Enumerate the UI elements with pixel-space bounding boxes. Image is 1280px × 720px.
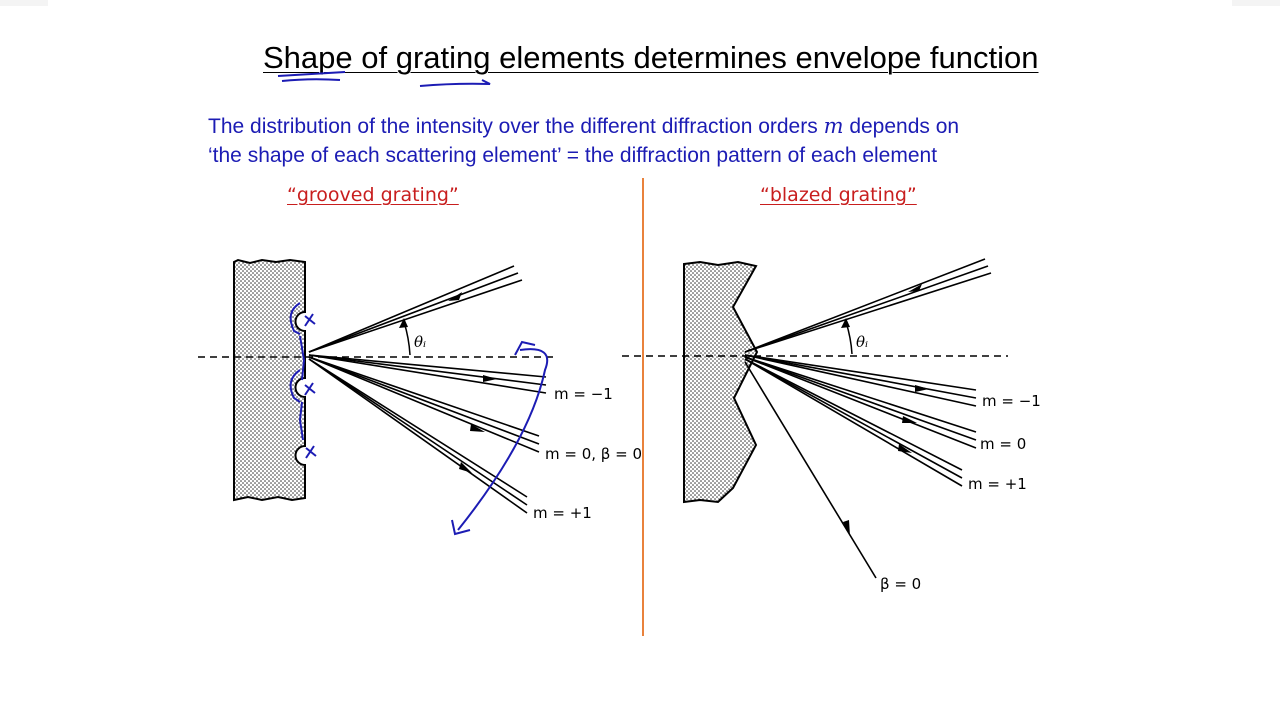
- right-incident-arrowhead: [908, 284, 922, 292]
- panel-divider: [642, 178, 644, 636]
- right-order-m-minus-1-beam: [744, 354, 977, 407]
- title-ink-underline-1: [277, 71, 346, 82]
- right-beta-zero-line: [744, 361, 877, 579]
- right-order-m-0-arrowhead: [902, 416, 917, 423]
- left-incidence-angle-label: θᵢ: [414, 333, 426, 351]
- blazed-grating-body: [683, 260, 759, 504]
- left-order-m-plus-1-arrowhead: [459, 462, 472, 473]
- left-incident-beam: [308, 265, 523, 353]
- right-incidence-angle-label: θᵢ: [856, 333, 868, 351]
- left-incident-arrowhead: [448, 292, 462, 301]
- blazed-grating-label: “blazed grating”: [760, 184, 917, 206]
- subtitle-line-2: ‘the shape of each scattering element’ =…: [208, 144, 938, 167]
- subtitle-line-1-post: depends on: [843, 115, 960, 138]
- grooved-grating-body: [233, 258, 306, 502]
- right-angle-arc-arrowhead: [841, 318, 850, 328]
- right-order-m-0-beam: [744, 356, 977, 449]
- right-order-m-plus-1-label: m = +1: [968, 475, 1027, 493]
- subtitle-order-variable: m: [823, 114, 844, 138]
- right-beta-zero-label: β = 0: [880, 575, 921, 593]
- right-order-m-minus-1-label: m = −1: [982, 392, 1041, 410]
- slide-title: Shape of grating elements determines env…: [263, 40, 1039, 75]
- right-order-m-plus-1-beam: [744, 358, 963, 487]
- left-ink-annotations: [289, 302, 549, 536]
- right-order-m-0-label: m = 0: [980, 435, 1026, 453]
- left-order-m-minus-1-beam: [308, 354, 547, 394]
- right-order-m-plus-1-arrowhead: [898, 444, 912, 453]
- right-order-m-minus-1-arrowhead: [915, 385, 929, 392]
- subtitle-line-1-pre: The distribution of the intensity over t…: [208, 115, 824, 138]
- left-order-m-0-beam: [308, 356, 540, 453]
- grooved-grating-label: “grooved grating”: [287, 184, 459, 206]
- grooved-grating-diagram: θᵢ m = −1 m = 0, β = 0 m = +1: [198, 258, 642, 536]
- slide-subtitle: The distribution of the intensity over t…: [208, 112, 959, 170]
- left-order-m-0-arrowhead: [470, 424, 485, 432]
- left-order-m-plus-1-label: m = +1: [533, 504, 592, 522]
- left-order-m-0-label: m = 0, β = 0: [545, 445, 642, 463]
- corner-edge-left: [0, 0, 48, 6]
- right-beta-zero-arrowhead: [843, 520, 850, 536]
- title-ink-underline-2: [419, 79, 491, 87]
- right-incident-beam: [744, 258, 992, 353]
- left-order-m-minus-1-arrowhead: [483, 375, 497, 382]
- left-order-m-plus-1-beam: [308, 358, 528, 514]
- subtitle-line-1: The distribution of the intensity over t…: [208, 112, 959, 141]
- corner-edge-right: [1232, 0, 1280, 6]
- left-order-m-minus-1-label: m = −1: [554, 385, 613, 403]
- left-angle-arc-arrowhead: [399, 318, 408, 328]
- blazed-grating-diagram: θᵢ m = −1 m = 0 m = +1 β = 0: [622, 258, 1041, 593]
